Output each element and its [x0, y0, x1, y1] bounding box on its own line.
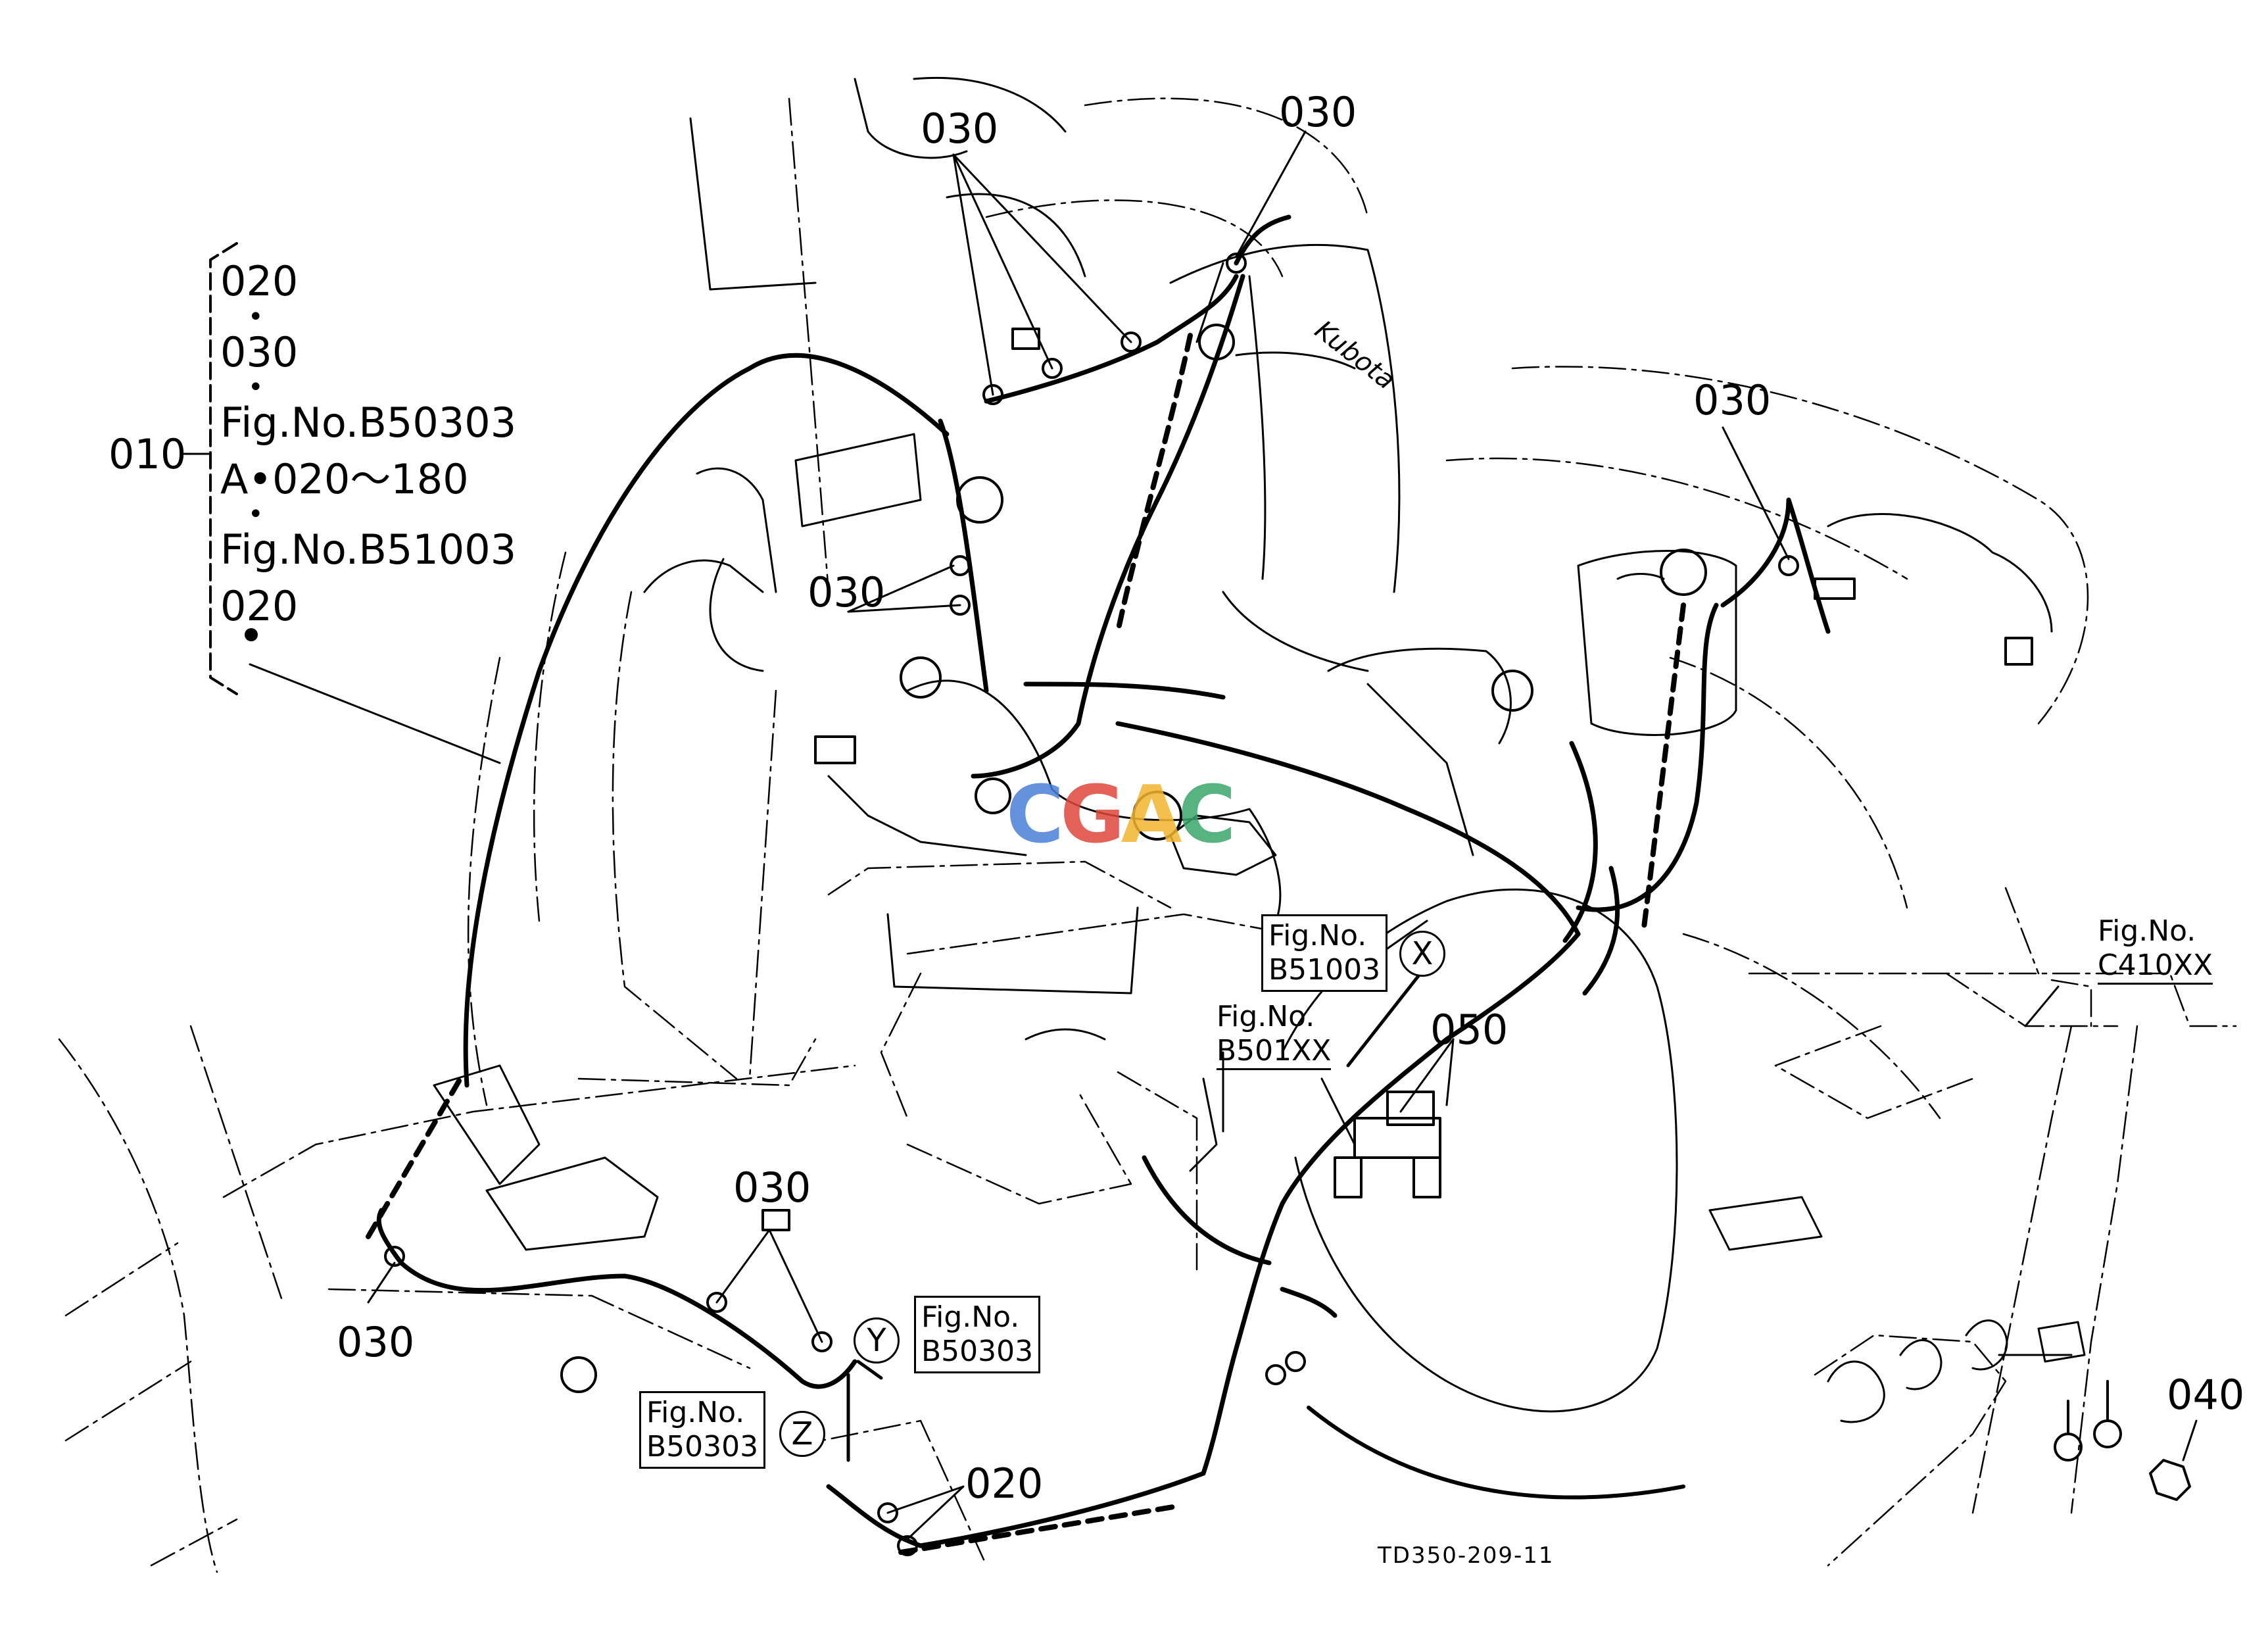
- legend-line: Fig.No.B51003: [220, 526, 517, 574]
- ref-circle-y: Y: [854, 1317, 900, 1364]
- watermark-logo: CGAC: [1006, 770, 1236, 861]
- callout-030-right-panel: 030: [1693, 376, 1772, 424]
- fig-ref-x-line1: Fig.No.: [1268, 919, 1367, 952]
- watermark-letter: G: [1060, 770, 1124, 861]
- fig-ref-b501xx-line2: B501XX: [1217, 1034, 1332, 1070]
- legend-line: Fig.No.B50303: [220, 399, 517, 447]
- legend-separator: •: [248, 499, 264, 530]
- fig-ref-y-line1: Fig.No.: [921, 1300, 1020, 1334]
- fig-ref-b501xx: Fig.No. B501XX: [1217, 1000, 1332, 1070]
- fig-ref-y-box: Fig.No. B50303: [914, 1296, 1041, 1373]
- fig-ref-x-box: Fig.No. B51003: [1261, 914, 1388, 992]
- fig-ref-c410xx-line2: C410XX: [2098, 948, 2213, 985]
- parts-legend: 020 • 030 • Fig.No.B50303 A•020～180 • Fi…: [220, 253, 516, 634]
- fig-ref-z-line1: Fig.No.: [646, 1396, 745, 1429]
- fig-ref-z-line2: B50303: [646, 1429, 759, 1463]
- watermark-letter: A: [1121, 770, 1182, 861]
- legend-line: A•020～180: [220, 455, 469, 503]
- callout-030-top-left: 030: [921, 105, 999, 153]
- legend-line: 020: [220, 581, 299, 630]
- legend-separator: •: [248, 301, 264, 332]
- fig-ref-z-box: Fig.No. B50303: [639, 1391, 766, 1469]
- item-number-010: 010: [109, 430, 187, 478]
- legend-end-dot: [245, 628, 258, 641]
- callout-020-bottom: 020: [965, 1460, 1044, 1508]
- watermark-letter: C: [1178, 770, 1236, 861]
- callout-040: 040: [2167, 1371, 2245, 1419]
- fig-ref-b501xx-line1: Fig.No.: [1217, 1000, 1315, 1033]
- callout-050: 050: [1430, 1006, 1508, 1054]
- figure-id: TD350-209-11: [1378, 1542, 1555, 1569]
- fig-ref-c410xx: Fig.No. C410XX: [2098, 914, 2213, 985]
- fig-ref-y-line2: B50303: [921, 1334, 1034, 1368]
- watermark-letter: C: [1006, 770, 1064, 861]
- callout-030-top-right: 030: [1279, 88, 1357, 136]
- callout-030-mid: 030: [808, 568, 886, 616]
- callout-030-floor: 030: [733, 1164, 811, 1212]
- ref-circle-z: Z: [779, 1411, 825, 1457]
- callout-030-bottom-left: 030: [337, 1318, 415, 1366]
- fig-ref-c410xx-line1: Fig.No.: [2098, 914, 2196, 948]
- ref-circle-x: X: [1399, 931, 1445, 977]
- fig-ref-x-line2: B51003: [1268, 952, 1381, 987]
- legend-line: 020: [220, 257, 299, 305]
- legend-separator: •: [248, 372, 264, 403]
- legend-line: 030: [220, 328, 299, 376]
